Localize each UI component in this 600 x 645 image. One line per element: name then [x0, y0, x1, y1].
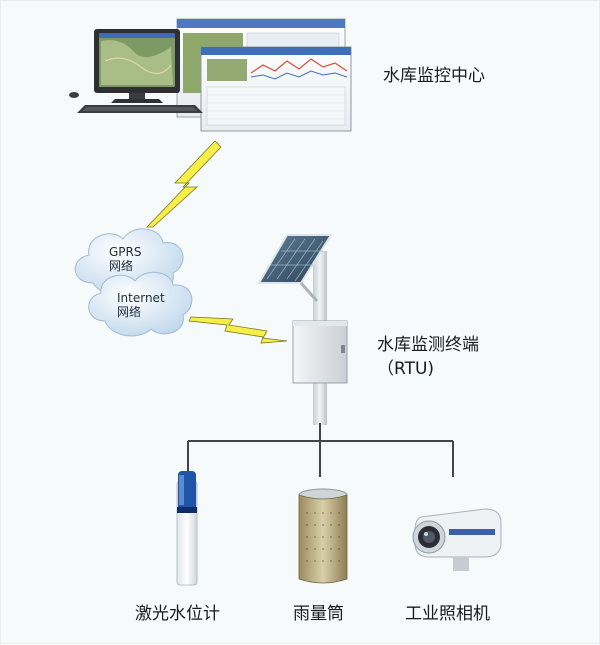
gprs-network-label-line1: GPRS — [109, 245, 142, 259]
device-label-laser-water-level: 激光水位计 — [135, 604, 220, 624]
internet-network-label: Internet 网络 — [117, 291, 165, 319]
wireless-link-upper-icon — [146, 140, 222, 228]
laser-water-level-gauge-icon — [176, 471, 198, 586]
gprs-network-label: GPRS 网络 — [109, 245, 142, 273]
rtu-label: 水库监测终端 （RTU) — [377, 333, 479, 381]
industrial-camera-icon — [412, 508, 502, 571]
monitoring-center-label: 水库监控中心 — [383, 66, 485, 86]
device-label-rain-gauge: 雨量筒 — [293, 604, 344, 624]
rain-gauge-icon — [298, 488, 348, 584]
internet-cloud-icon — [88, 271, 193, 337]
device-label-industrial-camera: 工业照相机 — [405, 604, 490, 624]
rtu-label-line1: 水库监测终端 — [377, 335, 479, 355]
internet-network-label-line2: 网络 — [117, 305, 142, 319]
internet-network-label-line1: Internet — [117, 291, 165, 305]
wiring-tree — [187, 423, 454, 477]
monitoring-center-icon — [69, 18, 352, 132]
rtu-station-icon — [257, 234, 348, 425]
wireless-link-lower-icon — [188, 316, 288, 344]
rtu-label-line2: （RTU) — [377, 359, 435, 379]
gprs-network-label-line2: 网络 — [109, 259, 134, 273]
